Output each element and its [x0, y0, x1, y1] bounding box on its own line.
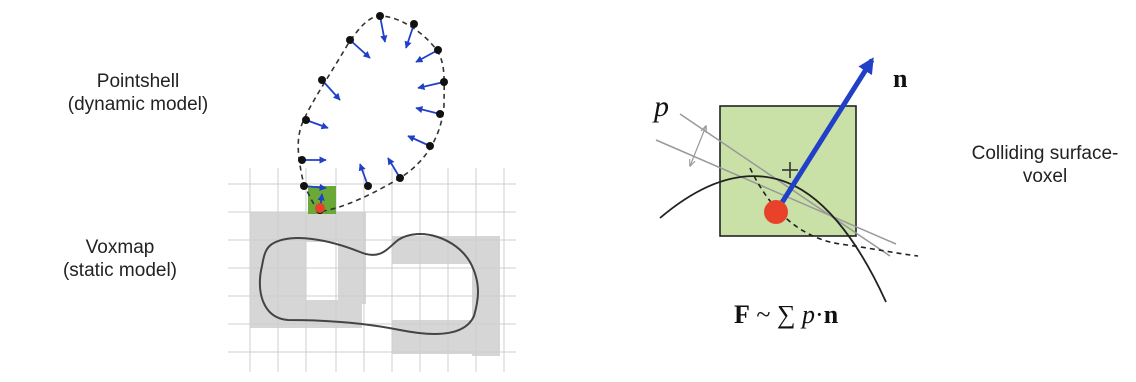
pointshell-outline: [297, 15, 446, 213]
voxmap: [228, 168, 516, 372]
voxmap-gray-voxels: [250, 212, 500, 356]
colliding-voxel-label-line2: voxel: [1022, 166, 1068, 187]
contact-point-small: [315, 203, 325, 213]
contact-point: [764, 200, 788, 224]
normal-arrow: [349, 39, 371, 59]
pointshell-point: [300, 182, 308, 190]
colliding-voxel-label-line1: Colliding surface-: [971, 143, 1119, 164]
normal-arrow: [407, 135, 431, 147]
pointshell-label-line1: Pointshell: [96, 71, 180, 92]
penetration-depth-symbol: p: [654, 90, 669, 123]
pointshell-point: [410, 20, 418, 28]
formula-tilde: ~: [749, 300, 777, 329]
static-model-outline: [258, 233, 479, 335]
normal-arrow: [321, 79, 341, 101]
pointshell-point: [376, 12, 384, 20]
colliding-voxel-detail: [655, 57, 919, 303]
formula-sum: ∑: [776, 300, 796, 329]
colliding-voxel-label: Colliding surface- voxel: [960, 142, 1130, 188]
pointshell-surface-dashed: [749, 167, 919, 257]
pointshell-point: [440, 78, 448, 86]
formula-dot: ·: [815, 300, 824, 329]
pointshell-point: [302, 116, 310, 124]
penetration-depth-arrow: [690, 126, 706, 166]
normal-vector-arrow: [773, 57, 875, 214]
pointshell-point: [396, 174, 404, 182]
normal-arrow: [415, 106, 441, 115]
normal-arrow: [404, 23, 415, 49]
normal-symbol: n: [893, 64, 908, 93]
pointshell-point: [318, 76, 326, 84]
pointshell-label-line2: (dynamic model): [67, 94, 209, 115]
voxmap-label: Voxmap (static model): [50, 236, 190, 282]
normal-arrow: [415, 49, 439, 63]
normal-arrow: [379, 15, 388, 43]
pointshell-point: [364, 182, 372, 190]
pointshell: [297, 12, 448, 214]
voxmap-label-line2: (static model): [62, 260, 178, 281]
pointshell-point: [346, 36, 354, 44]
pointshell-point: [434, 46, 442, 54]
static-surface-curve: [659, 175, 887, 303]
voxmap-label-line1: Voxmap: [85, 237, 155, 258]
formula-n: n: [823, 300, 839, 329]
formula-p: p: [795, 300, 816, 329]
normal-arrow: [417, 81, 445, 91]
formula-force: F: [734, 300, 750, 329]
pointshell-point: [426, 142, 434, 150]
tangent-line-upper: [679, 113, 891, 257]
voxel-center-cross: [782, 162, 798, 178]
force-formula: F ~ ∑ p·n: [734, 300, 838, 330]
surface-voxel: [719, 105, 857, 237]
pointshell-label: Pointshell (dynamic model): [48, 70, 228, 116]
pointshell-point: [298, 156, 306, 164]
pointshell-point: [436, 110, 444, 118]
